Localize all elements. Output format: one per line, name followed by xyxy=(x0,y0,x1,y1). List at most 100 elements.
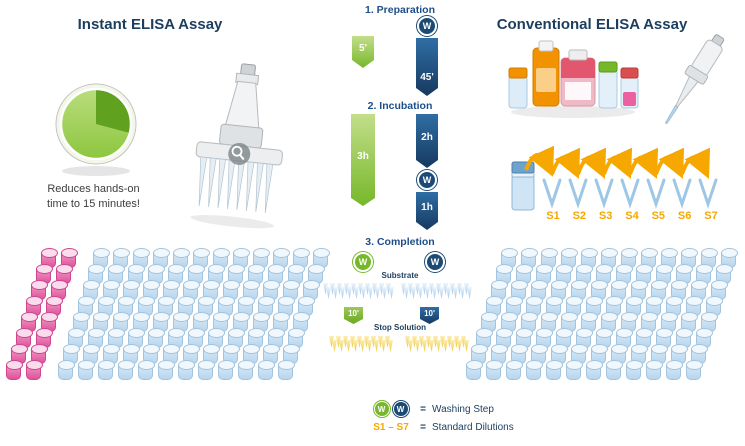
tip xyxy=(422,283,427,295)
tip xyxy=(467,287,472,299)
well xyxy=(586,360,603,380)
equals-sign: = xyxy=(420,403,426,415)
tip xyxy=(378,336,383,348)
washing-step-label: Washing Step xyxy=(432,403,494,415)
tip xyxy=(323,283,328,295)
microplate-conventional xyxy=(466,248,741,380)
tip xyxy=(344,283,349,295)
tip xyxy=(415,283,420,295)
tip xyxy=(381,340,386,352)
tip xyxy=(457,340,462,352)
tip xyxy=(337,283,342,295)
tip xyxy=(454,336,459,348)
washing-step-green-icon: W xyxy=(373,401,390,417)
legend-washing-icons: W W xyxy=(368,401,414,417)
plate-row xyxy=(6,360,81,380)
dilution-label: S1 xyxy=(546,210,560,222)
plate-row xyxy=(466,360,741,380)
legend: W W = Washing Step S1 – S7 = Standard Di… xyxy=(368,401,514,438)
step-preparation-title: 1. Preparation xyxy=(364,4,436,16)
tip xyxy=(389,287,394,299)
tip xyxy=(422,340,427,352)
tip xyxy=(404,287,409,299)
dilution-label: S5 xyxy=(651,210,666,222)
tip xyxy=(464,283,469,295)
tip xyxy=(412,336,417,348)
tip xyxy=(364,336,369,348)
tip xyxy=(379,283,384,295)
tip xyxy=(358,283,363,295)
substrate-label: Substrate xyxy=(381,271,419,280)
tip-row xyxy=(407,340,470,352)
tip xyxy=(375,287,380,299)
tip xyxy=(439,287,444,299)
reagent-bottles-icon xyxy=(508,40,639,118)
timer-clock-icon xyxy=(55,83,137,176)
well xyxy=(606,360,623,380)
tip xyxy=(385,336,390,348)
tip xyxy=(401,283,406,295)
dilution-label: S3 xyxy=(598,210,613,222)
well xyxy=(466,360,483,380)
tip xyxy=(426,336,431,348)
well xyxy=(118,360,135,380)
tip xyxy=(461,336,466,348)
incubation-instant-time-arrow: 3h xyxy=(351,114,375,206)
tip xyxy=(357,336,362,348)
well xyxy=(278,360,295,380)
well xyxy=(238,360,255,380)
well xyxy=(58,360,75,380)
well xyxy=(98,360,115,380)
plate-row xyxy=(491,280,741,300)
tip xyxy=(415,340,420,352)
legend-dilution-key: S1 – S7 xyxy=(368,422,414,433)
incubation-conventional-time-arrow-1: 2h xyxy=(416,114,438,168)
tip xyxy=(330,283,335,295)
completion-washing-step-green-icon: W xyxy=(353,252,373,272)
well xyxy=(566,360,583,380)
tip xyxy=(447,336,452,348)
single-channel-pipette-icon xyxy=(664,34,725,125)
well xyxy=(138,360,155,380)
well xyxy=(686,360,703,380)
tip xyxy=(347,287,352,299)
prep-conventional-time-arrow: 45' xyxy=(416,38,438,96)
tip-row xyxy=(400,283,473,295)
tip xyxy=(405,336,410,348)
well xyxy=(646,360,663,380)
tip xyxy=(326,287,331,299)
well xyxy=(26,360,43,380)
tip xyxy=(443,340,448,352)
well xyxy=(78,360,95,380)
tip xyxy=(367,340,372,352)
tip xyxy=(371,336,376,348)
legend-washing-row: W W = Washing Step xyxy=(368,401,514,417)
note-line-1: Reduces hands-on xyxy=(47,183,140,195)
legend-dilutions-row: S1 – S7 = Standard Dilutions xyxy=(368,422,514,433)
tip xyxy=(368,287,373,299)
tip xyxy=(433,336,438,348)
well xyxy=(258,360,275,380)
tip xyxy=(353,340,358,352)
tip xyxy=(457,283,462,295)
tip xyxy=(429,283,434,295)
tip xyxy=(429,340,434,352)
completion-washing-step-blue-icon: W xyxy=(425,252,445,272)
tip xyxy=(332,340,337,352)
step-incubation-title: 2. Incubation xyxy=(367,100,433,112)
well xyxy=(218,360,235,380)
tip xyxy=(329,336,334,348)
hands-on-note: Reduces hands-on time to 15 minutes! xyxy=(16,182,171,212)
tip xyxy=(408,340,413,352)
instant-assay-title: Instant ELISA Assay xyxy=(77,16,223,33)
prep-washing-step-icon: W xyxy=(417,16,437,36)
standard-dilutions-label: Standard Dilutions xyxy=(432,422,514,433)
tip xyxy=(443,283,448,295)
tip xyxy=(333,287,338,299)
s-range-label: S1 – S7 xyxy=(373,422,409,433)
tip xyxy=(425,287,430,299)
dilution-label: S4 xyxy=(625,210,639,222)
dilution-labels-row: S1 S2 S3 S4 S5 S6 S7 xyxy=(542,210,722,222)
washing-step-blue-icon: W xyxy=(392,401,409,417)
transfer-arrows-icon xyxy=(524,145,711,179)
